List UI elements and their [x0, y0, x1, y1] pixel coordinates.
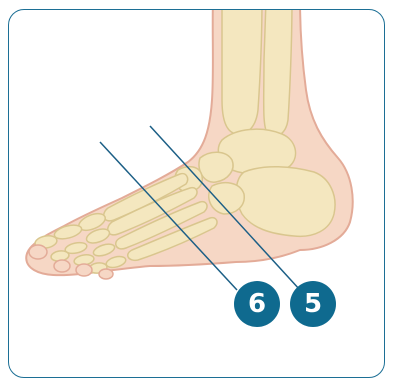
callout-label-5: 5 [304, 289, 322, 319]
callout-label-6: 6 [248, 289, 266, 319]
tibia-bone [222, 0, 262, 134]
callout-badge-6: 6 [234, 281, 280, 327]
fibula-bone [264, 0, 292, 136]
callout-badge-5: 5 [290, 281, 336, 327]
